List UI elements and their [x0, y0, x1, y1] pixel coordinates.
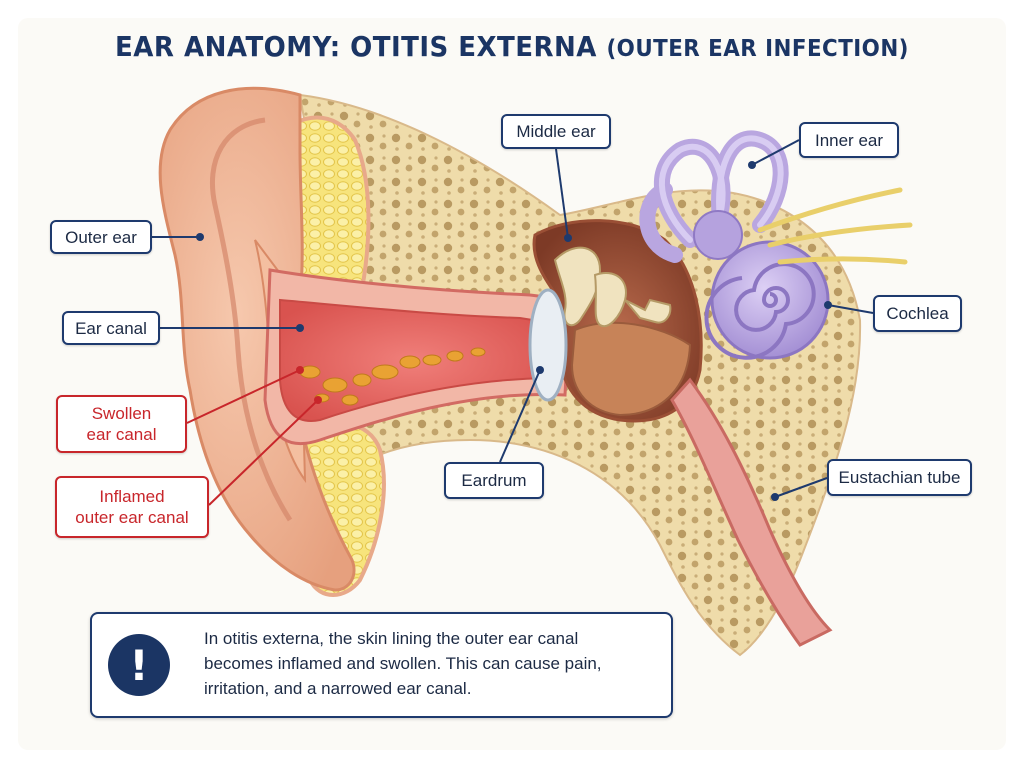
label-middle-ear: Middle ear	[501, 114, 611, 149]
note-line-1: In otitis externa, the skin lining the o…	[204, 629, 579, 648]
label-swollen-ear-canal: Swollen ear canal	[56, 395, 187, 453]
auditory-nerves	[757, 187, 913, 265]
pinna-fold	[209, 117, 293, 522]
label-cochlea: Cochlea	[873, 295, 962, 332]
vestibule	[693, 210, 743, 260]
label-eardrum: Eardrum	[444, 462, 544, 499]
label-outer-ear: Outer ear	[50, 220, 152, 254]
exclamation-icon: !	[108, 634, 170, 696]
title-sub: (OUTER EAR INFECTION)	[606, 36, 909, 62]
title-main: EAR ANATOMY: OTITIS EXTERNA	[115, 30, 597, 63]
leader-eustachian	[774, 477, 828, 498]
label-inner-ear: Inner ear	[799, 122, 899, 158]
leader-inner-ear	[751, 139, 800, 166]
semicircular-canals-inner	[659, 135, 784, 243]
leader-lines	[152, 139, 874, 506]
eardrum-membrane	[528, 288, 568, 402]
label-inflamed-outer-ear-canal: Inflamed outer ear canal	[55, 476, 209, 538]
page-title: EAR ANATOMY: OTITIS EXTERNA (OUTER EAR I…	[36, 30, 988, 63]
note-text: In otitis externa, the skin lining the o…	[204, 626, 664, 701]
leader-eardrum	[499, 369, 541, 463]
label-eustachian-tube: Eustachian tube	[827, 459, 972, 496]
middle-ear-floor	[570, 321, 692, 417]
leader-cochlea	[827, 304, 874, 314]
note-line-2: becomes inflamed and swollen. This can c…	[204, 654, 602, 673]
note-line-3: irritation, and a narrowed ear canal.	[204, 679, 472, 698]
swelling-debris	[299, 347, 486, 406]
label-ear-canal: Ear canal	[62, 311, 160, 345]
leader-swollen	[186, 369, 301, 424]
leader-dots	[196, 161, 832, 501]
info-note: ! In otitis externa, the skin lining the…	[90, 612, 673, 718]
eustachian-tube-channel	[670, 377, 833, 647]
leader-middle-ear	[555, 148, 569, 239]
cochlea-spiral	[704, 262, 816, 360]
ossicles	[553, 246, 672, 328]
leader-inflamed	[208, 399, 319, 506]
